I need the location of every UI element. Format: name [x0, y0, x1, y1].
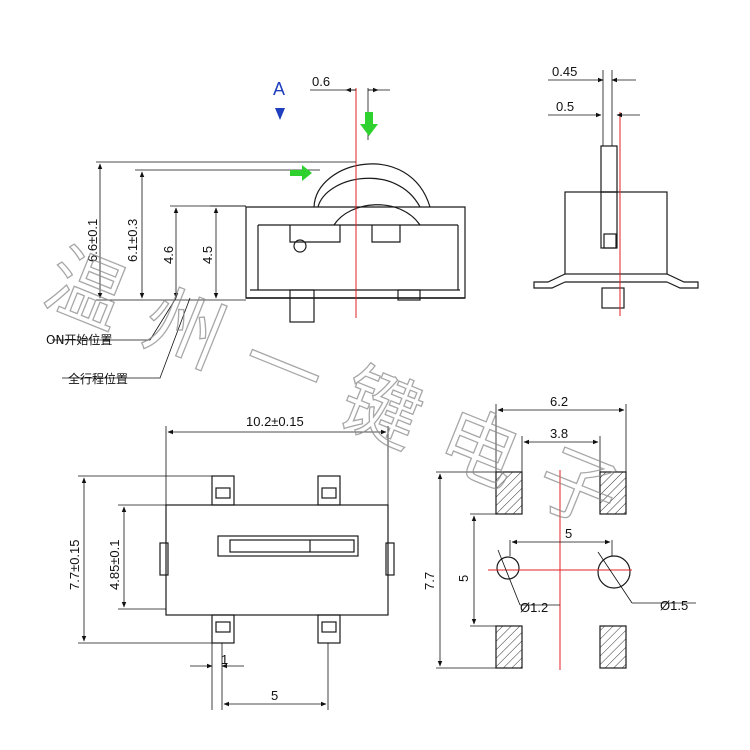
view-label: A — [273, 79, 285, 99]
end-view-left-lead — [533, 273, 566, 289]
dim-lever-width: 0.5 — [556, 99, 574, 114]
slider-window — [217, 535, 359, 557]
dim-pcb-inner-width: 3.8 — [550, 426, 568, 441]
green-arrows — [290, 112, 378, 181]
green-arrow-down-icon — [360, 112, 378, 136]
green-arrow-right-icon — [290, 165, 312, 181]
pin-bottom-left — [211, 614, 235, 644]
dim-body-height-bottom: 7.7±0.15 — [67, 539, 82, 590]
bottom-view-body — [165, 504, 389, 616]
pin-bottom-right — [317, 614, 341, 644]
dim-total-height: 6.6±0.1 — [85, 219, 100, 262]
pcb-layout — [495, 471, 631, 669]
pad-top-right — [599, 471, 627, 515]
hole-small — [496, 556, 520, 580]
lever-arc-inner — [317, 177, 421, 208]
dim-inner-height: 4.85±0.1 — [107, 539, 122, 590]
lever-arc-outer — [313, 163, 431, 208]
dim-travel: 0.6 — [312, 74, 330, 89]
note-full-travel: 全行程位置 — [68, 371, 128, 386]
dim-pin-width: 1 — [221, 652, 228, 667]
dim-on-height: 4.6 — [161, 246, 176, 264]
pad-bottom-right — [599, 625, 627, 669]
dim-base-height: 4.5 — [200, 246, 215, 264]
dim-pcb-total-height: 7.7 — [422, 572, 437, 590]
view-arrow-icon — [275, 108, 285, 120]
end-view — [533, 145, 699, 309]
bottom-view — [159, 475, 395, 644]
dim-pin-pitch: 5 — [271, 688, 278, 703]
dim-hole-large: Ø1.5 — [660, 598, 688, 613]
dim-lever-top: 0.45 — [552, 64, 577, 79]
pad-top-left — [495, 471, 523, 515]
hole-large — [597, 555, 631, 589]
note-on-position: ON开始位置 — [46, 332, 112, 347]
end-view-body — [564, 191, 668, 275]
dim-body-height: 6.1±0.3 — [125, 219, 140, 262]
pad-bottom-left — [495, 625, 523, 669]
dim-pcb-outer-width: 6.2 — [550, 394, 568, 409]
pin-top-left — [211, 475, 235, 506]
pin-top-right — [317, 475, 341, 506]
dim-pcb-pad-height: 5 — [456, 575, 471, 582]
dim-body-width: 10.2±0.15 — [246, 414, 304, 429]
dim-hole-pitch: 5 — [565, 526, 572, 541]
end-view-right-lead — [666, 273, 699, 289]
side-view-foot — [289, 289, 315, 323]
dim-hole-small: Ø1.2 — [520, 600, 548, 615]
